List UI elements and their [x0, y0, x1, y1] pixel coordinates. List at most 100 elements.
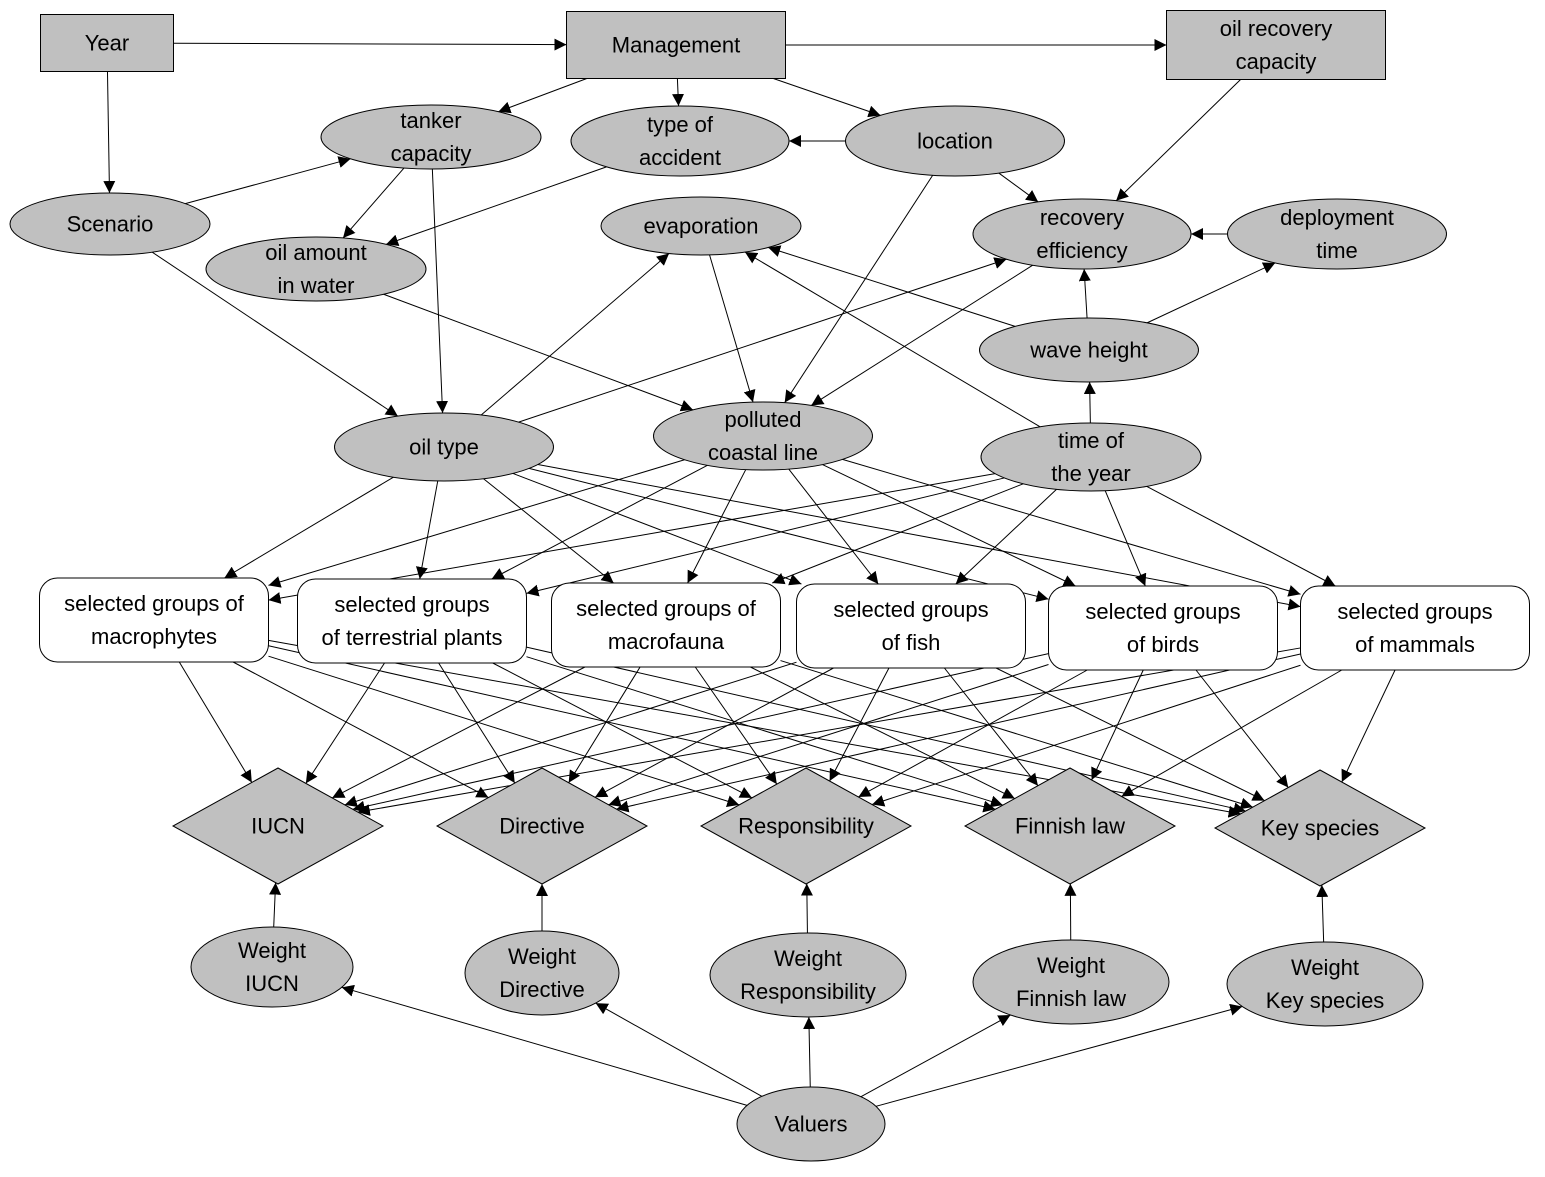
edge-polluted-coastal-line-to-birds: [822, 464, 1076, 587]
oil-recovery-capacity-shape: [1166, 10, 1386, 80]
edge-type-of-accident-to-oil-amount-in-water: [385, 166, 607, 247]
edge-valuers-to-weight-iucn: [341, 984, 748, 1106]
terrestrial-plants-shape: [297, 578, 527, 664]
edge-fish-to-key-species: [995, 667, 1265, 802]
edge-weight-responsibility-to-responsibility: [800, 883, 813, 934]
edge-macrofauna-to-key-species: [780, 660, 1253, 810]
node-macrophytes: selected groups of macrophytes: [39, 577, 269, 663]
weight-responsibility-label-line-1: Weight: [774, 946, 842, 971]
edge-management-to-location: [773, 78, 881, 118]
scenario-shape: [9, 192, 211, 256]
node-year: Year: [40, 14, 174, 72]
edge-terrestrial-plants-to-responsibility: [492, 662, 753, 799]
time-of-the-year-shape: [980, 422, 1202, 492]
management-label-line-1: Management: [612, 33, 740, 58]
edge-year-to-management: [173, 38, 567, 51]
edge-oil-amount-in-water-to-polluted-coastal-line: [383, 293, 694, 412]
directive-shape: [435, 767, 649, 885]
weight-iucn-label-line-2: IUCN: [245, 971, 299, 996]
fish-shape: [796, 583, 1026, 669]
weight-finnish-law-label-line-1: Weight: [1037, 953, 1105, 978]
node-scenario: Scenario: [9, 192, 211, 256]
edge-time-of-the-year-to-macrofauna: [772, 483, 1024, 585]
node-wave-height: wave height: [979, 317, 1199, 383]
oil-amount-in-water-shape: [205, 236, 427, 302]
weight-iucn-label-line-1: Weight: [238, 938, 306, 963]
edge-polluted-coastal-line-to-macrofauna: [687, 469, 747, 584]
edge-mammals-to-responsibility: [871, 664, 1301, 807]
edge-polluted-coastal-line-to-fish: [788, 468, 879, 585]
terrestrial-plants-label-line-2: of terrestrial plants: [322, 625, 503, 650]
time-of-the-year-label-line-2: the year: [1051, 461, 1131, 486]
edge-oil-type-to-macrofauna: [483, 478, 614, 584]
edge-weight-iucn-to-iucn: [269, 882, 282, 928]
responsibility-shape: [699, 767, 913, 885]
node-management: Management: [566, 11, 786, 79]
edge-management-to-tanker-capacity: [498, 78, 587, 114]
edge-time-of-the-year-to-fish: [955, 488, 1057, 585]
edge-time-of-the-year-to-wave-height: [1083, 381, 1096, 424]
edge-time-of-the-year-to-birds: [1104, 490, 1147, 587]
node-time-of-the-year: time of the year: [980, 422, 1202, 492]
scenario-label-line-1: Scenario: [67, 212, 154, 237]
edge-macrofauna-to-iucn: [331, 666, 586, 799]
iucn-shape: [171, 767, 385, 885]
fish-label-line-2: of fish: [882, 630, 941, 655]
edge-terrestrial-plants-to-finnish-law: [526, 656, 1004, 808]
edge-recovery-efficiency-to-polluted-coastal-line: [810, 264, 1033, 406]
edge-valuers-to-weight-responsibility: [803, 1016, 816, 1088]
edge-fish-to-finnish-law: [943, 667, 1039, 787]
edge-oil-type-to-macrophytes: [224, 476, 394, 579]
oil-amount-in-water-label-line-2: in water: [277, 273, 354, 298]
year-label-line-1: Year: [85, 31, 129, 56]
deployment-time-shape: [1227, 198, 1447, 270]
edge-fish-to-iucn: [344, 661, 797, 808]
macrophytes-label-line-1: selected groups of: [64, 591, 245, 616]
edge-weight-key-species-to-key-species: [1316, 884, 1329, 943]
oil-amount-in-water-label-line-1: oil amount: [265, 240, 367, 265]
wave-height-label-line-1: wave height: [1029, 338, 1147, 363]
edge-polluted-coastal-line-to-macrophytes: [268, 459, 685, 588]
edge-polluted-coastal-line-to-terrestrial-plants: [491, 464, 708, 580]
edge-time-of-the-year-to-mammals: [1146, 485, 1336, 587]
edge-scenario-to-oil-type: [151, 251, 399, 417]
directive-label-line-1: Directive: [499, 814, 585, 839]
edge-location-to-polluted-coastal-line: [784, 174, 934, 403]
node-directive: Directive: [435, 767, 649, 885]
tanker-capacity-shape: [320, 104, 542, 170]
recovery-efficiency-label-line-1: recovery: [1040, 205, 1124, 230]
edge-evaporation-to-polluted-coastal-line: [709, 254, 756, 403]
macrophytes-shape: [39, 577, 269, 663]
evaporation-shape: [600, 196, 802, 256]
polluted-coastal-line-label-line-2: coastal line: [708, 440, 818, 465]
edge-scenario-to-tanker-capacity: [185, 156, 351, 205]
edge-time-of-the-year-to-terrestrial-plants: [526, 477, 1005, 597]
edge-tanker-capacity-to-oil-amount-in-water: [342, 167, 405, 239]
macrophytes-label-line-2: macrophytes: [91, 624, 217, 649]
finnish-law-shape: [963, 767, 1177, 885]
edge-polluted-coastal-line-to-mammals: [842, 458, 1301, 597]
management-shape: [566, 11, 786, 79]
node-evaporation: evaporation: [600, 196, 802, 256]
weight-key-species-shape: [1226, 941, 1424, 1027]
time-of-the-year-label-line-1: time of: [1058, 428, 1125, 453]
oil-type-label-line-1: oil type: [409, 435, 479, 460]
weight-finnish-law-shape: [972, 939, 1170, 1025]
location-label-line-1: location: [917, 129, 993, 154]
oil-recovery-capacity-label-line-2: capacity: [1236, 49, 1317, 74]
edge-birds-to-responsibility: [858, 669, 1088, 798]
key-species-shape: [1213, 769, 1427, 887]
edge-fish-to-directive: [594, 667, 834, 798]
